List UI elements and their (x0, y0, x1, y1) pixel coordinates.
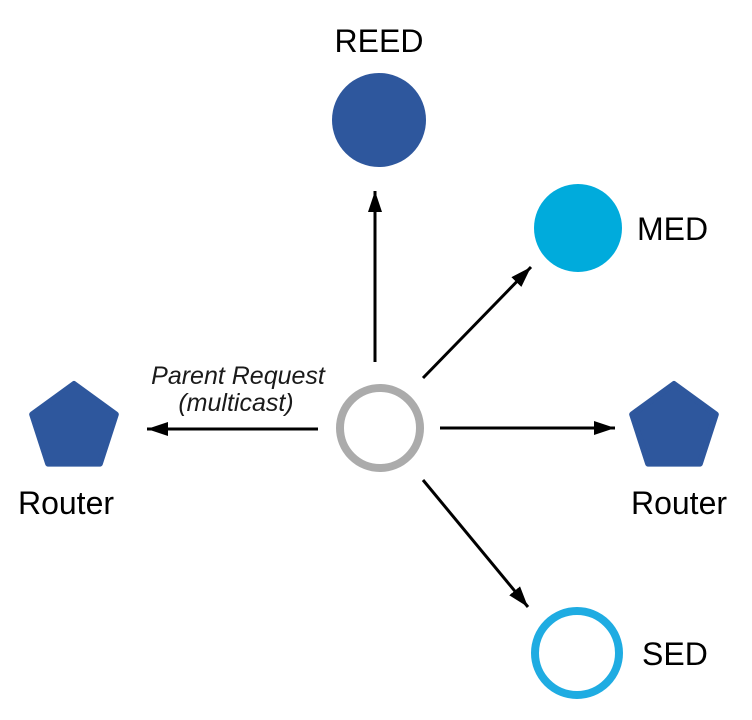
router-right-pentagon-icon (629, 381, 719, 467)
router-left-pentagon-icon (29, 381, 119, 467)
arrow-center-to-med (421, 265, 533, 380)
node-med: MED (534, 184, 708, 272)
node-router-right: Router (629, 381, 727, 521)
node-sed: SED (531, 607, 708, 699)
sed-label: SED (642, 636, 708, 672)
node-router-left: Router (18, 381, 119, 521)
sed-circle-icon (531, 607, 623, 699)
reed-circle-icon (332, 73, 426, 167)
router-left-label: Router (18, 485, 114, 521)
annotation-line1: Parent Request (151, 362, 326, 390)
node-center (336, 384, 424, 472)
med-label: MED (637, 211, 708, 247)
reed-label: REED (335, 23, 424, 59)
router-right-label: Router (631, 485, 727, 521)
arrow-center-to-sed (421, 479, 530, 608)
center-circle-icon (336, 384, 424, 472)
med-circle-icon (534, 184, 622, 272)
annotation: Parent Request (multicast) (151, 362, 326, 417)
annotation-line2: (multicast) (178, 389, 293, 417)
edge-group (147, 191, 615, 608)
node-reed: REED (332, 23, 426, 167)
